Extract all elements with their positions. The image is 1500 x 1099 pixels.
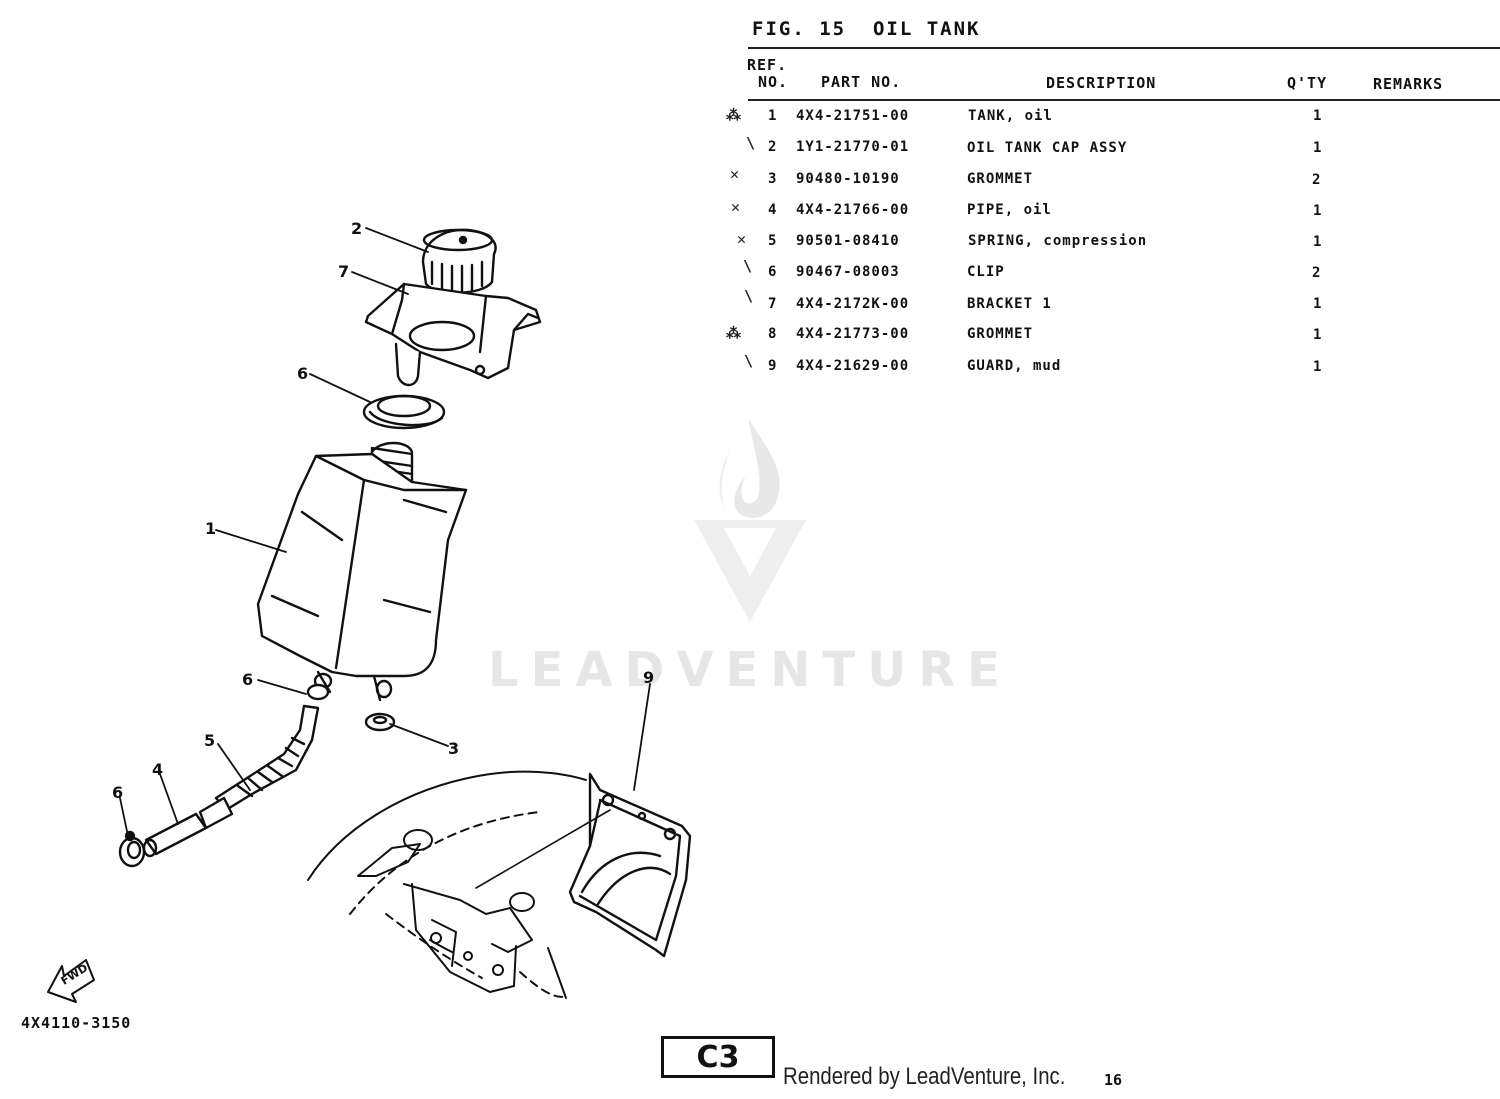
callout-1: 1 — [205, 519, 217, 538]
row-ref: 4 — [768, 202, 778, 218]
row-description: CLIP — [967, 264, 1005, 280]
row-mark: \ — [744, 287, 754, 305]
row-description: SPRING, compression — [968, 233, 1148, 249]
header-description: DESCRIPTION — [1046, 74, 1157, 92]
exploded-parts-diagram — [47, 227, 692, 1003]
page-code-box: C3 — [661, 1036, 775, 1078]
row-part-no: 90467-08003 — [796, 264, 900, 280]
row-description: GROMMET — [967, 326, 1034, 342]
row-ref: 8 — [768, 326, 778, 342]
row-qty: 1 — [1313, 108, 1323, 124]
row-part-no: 4X4-2172K-00 — [796, 296, 910, 312]
row-ref: 7 — [768, 296, 778, 312]
row-qty: 1 — [1313, 234, 1323, 250]
row-ref: 1 — [768, 108, 778, 124]
rendered-by-text: Rendered by LeadVenture, Inc. — [783, 1063, 1066, 1090]
figure-title: FIG. 15 OIL TANK — [752, 18, 981, 40]
callout-3: 3 — [448, 739, 460, 758]
header-qty: Q'TY — [1287, 74, 1328, 92]
frame-outline — [307, 770, 587, 999]
row-ref: 3 — [768, 171, 778, 187]
row-description: TANK, oil — [968, 108, 1053, 124]
row-part-no: 4X4-21766-00 — [796, 202, 910, 218]
row-description: GROMMET — [967, 171, 1034, 187]
row-qty: 1 — [1313, 327, 1323, 343]
header-part-no: PART NO. — [821, 73, 902, 91]
grommet-part — [364, 712, 396, 732]
row-ref: 9 — [768, 358, 778, 374]
row-part-no: 90501-08410 — [796, 233, 900, 249]
row-mark: \ — [746, 134, 756, 152]
clip-upper-part — [362, 394, 446, 430]
callout-6: 6 — [112, 783, 124, 802]
callout-6: 6 — [242, 670, 254, 689]
callout-6: 6 — [297, 364, 309, 383]
row-qty: 2 — [1312, 172, 1322, 188]
row-mark: ⁂ — [726, 324, 741, 342]
row-mark: ✕ — [731, 198, 741, 216]
row-description: BRACKET 1 — [967, 296, 1052, 312]
bracket-1-part — [364, 282, 542, 387]
row-mark: ✕ — [737, 230, 747, 248]
row-part-no: 1Y1-21770-01 — [796, 139, 910, 155]
clip-lower-part — [118, 830, 146, 868]
row-ref: 5 — [768, 233, 778, 249]
row-qty: 1 — [1313, 359, 1323, 375]
row-description: OIL TANK CAP ASSY — [967, 140, 1128, 156]
oil-tank-part — [256, 441, 468, 702]
row-mark: \ — [743, 257, 753, 275]
clip-middle-part — [306, 683, 330, 701]
oil-tank-cap-part — [421, 228, 497, 294]
callout-2: 2 — [351, 219, 363, 238]
row-part-no: 4X4-21629-00 — [796, 358, 910, 374]
row-ref: 2 — [768, 139, 778, 155]
watermark-text: LEADVENTURE — [488, 642, 1012, 698]
row-part-no: 4X4-21773-00 — [796, 326, 910, 342]
header-remarks: REMARKS — [1373, 75, 1444, 93]
watermark-logo-icon — [694, 418, 806, 622]
page-number: 16 — [1104, 1071, 1123, 1089]
callout-9: 9 — [643, 668, 655, 687]
row-mark: ✕ — [730, 165, 740, 183]
oil-pipe-and-spring-part — [142, 704, 320, 858]
leader-lines — [119, 227, 651, 837]
row-qty: 1 — [1313, 203, 1323, 219]
title-rule — [748, 47, 1500, 49]
header-rule — [748, 99, 1500, 101]
row-ref: 6 — [768, 264, 778, 280]
row-part-no: 90480-10190 — [796, 171, 900, 187]
row-qty: 1 — [1313, 140, 1323, 156]
row-mark: \ — [744, 352, 754, 370]
header-ref: REF. — [747, 56, 788, 74]
row-qty: 1 — [1313, 296, 1323, 312]
fwd-arrow-icon — [47, 959, 95, 1003]
row-qty: 2 — [1312, 265, 1322, 281]
mud-guard-part — [475, 772, 692, 958]
header-no: NO. — [758, 73, 789, 91]
drawing-code: 4X4110-3150 — [21, 1014, 132, 1032]
callout-4: 4 — [152, 760, 164, 779]
callout-7: 7 — [338, 262, 350, 281]
row-mark: ⁂ — [726, 106, 741, 124]
row-description: GUARD, mud — [967, 358, 1062, 374]
callout-5: 5 — [204, 731, 216, 750]
row-description: PIPE, oil — [967, 202, 1052, 218]
row-part-no: 4X4-21751-00 — [796, 108, 910, 124]
